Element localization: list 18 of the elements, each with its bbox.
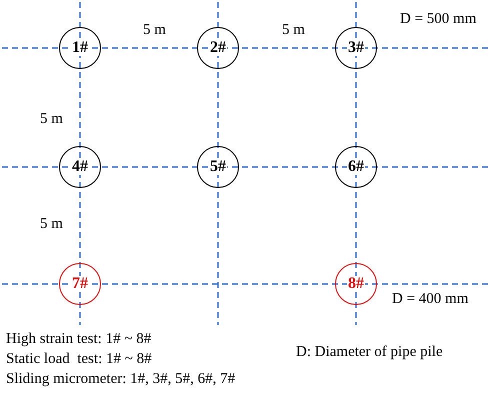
pile-circle [197,27,239,69]
pile-number: 3# [347,40,365,56]
pile-circle [59,146,101,188]
pile-number: 6# [347,159,365,175]
pile-circle [335,146,377,188]
note-text: High strain test: 1# ~ 8# [6,331,152,348]
note-text: Sliding micrometer: 1#, 3#, 5#, 6#, 7# [6,371,236,388]
pile-number: 5# [209,159,227,175]
pile-number: 2# [209,40,227,56]
pile-circle [59,263,101,305]
note-text: D: Diameter of pipe pile [296,344,443,361]
note-text: Static load test: 1# ~ 8# [6,351,152,368]
pile-circle [335,263,377,305]
pile-number: 1# [71,40,89,56]
pile-circle [335,27,377,69]
pile-number: 4# [71,159,89,175]
pile-circle [59,27,101,69]
pile-circle [197,146,239,188]
